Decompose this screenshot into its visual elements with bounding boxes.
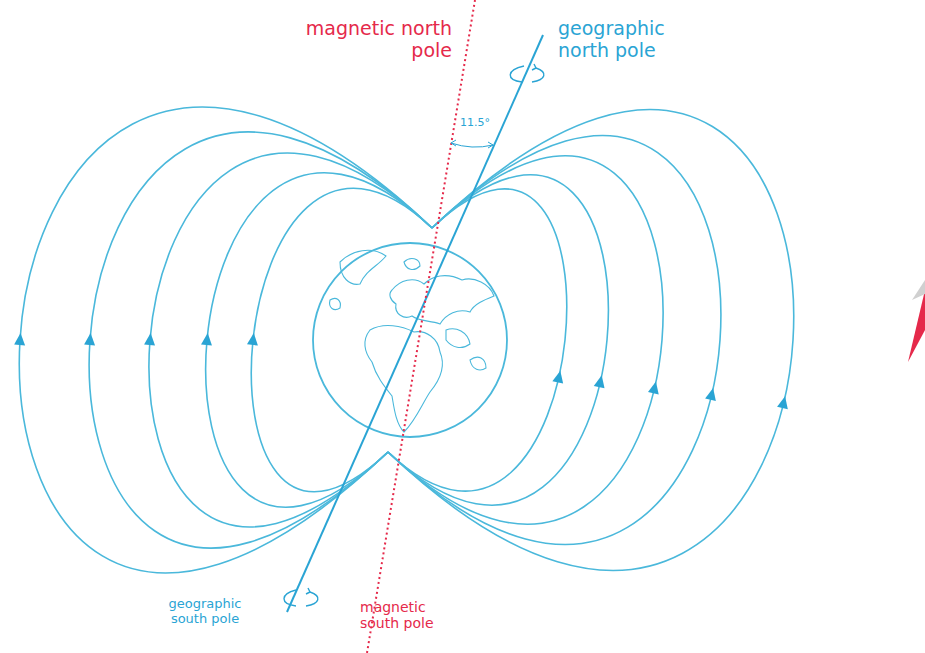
continent-outlines xyxy=(330,250,494,432)
geographic-axis xyxy=(287,35,543,612)
field-lines xyxy=(19,107,793,573)
angle-arc xyxy=(451,140,493,148)
magnetic-pole-label: magnetic south pole xyxy=(360,599,460,631)
compass-fragment xyxy=(908,280,925,362)
angle-value: 11.5° xyxy=(460,117,500,130)
field-arrow xyxy=(594,374,607,388)
magnetic-axis xyxy=(367,0,475,653)
earth-globe xyxy=(313,243,507,437)
field-arrow xyxy=(84,333,96,346)
geographic-pole-label: geographic south pole xyxy=(150,597,260,627)
field-arrow xyxy=(144,333,156,346)
field-arrow xyxy=(777,395,790,409)
field-arrow xyxy=(648,380,661,394)
field-arrow xyxy=(247,332,259,345)
geographic-pole-label: geographic north pole xyxy=(558,18,688,62)
rotation-arrows xyxy=(284,64,544,606)
field-arrow xyxy=(705,387,718,401)
field-arrow xyxy=(552,369,565,383)
magnetic-pole-label: magnetic north pole xyxy=(300,18,452,62)
field-arrow xyxy=(14,333,26,346)
field-arrow xyxy=(201,332,213,345)
